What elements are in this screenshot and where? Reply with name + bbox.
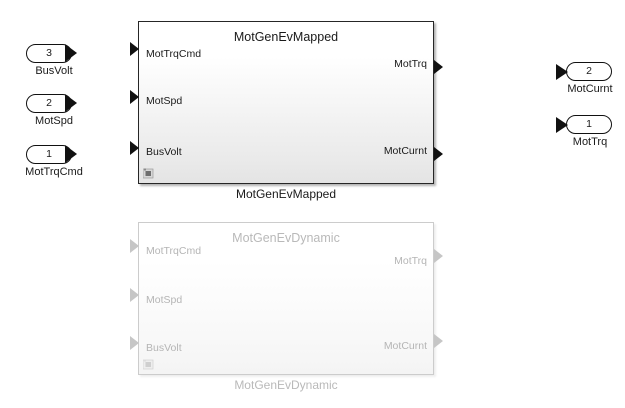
- subsystem-title: MotGenEvMapped: [233, 30, 339, 44]
- outport-block-mottrq[interactable]: 1 MotTrq: [556, 115, 612, 148]
- inport-block-motspd[interactable]: 2 MotSpd: [26, 94, 82, 127]
- outport-shape: 1: [556, 115, 612, 134]
- inport-block-busvolt[interactable]: 3 BusVolt: [26, 44, 82, 77]
- outport-block-motcurnt[interactable]: 2 MotCurnt: [556, 62, 613, 95]
- inport-shape: 1: [26, 145, 82, 164]
- outport-shape: 2: [556, 62, 612, 81]
- inport-arrow-icon: [65, 44, 77, 62]
- inport-shape: 2: [26, 94, 82, 113]
- block-outport-label-mottrq: MotTrq: [394, 58, 427, 70]
- subsystem-block-motgenevmapped[interactable]: MotGenEvMapped MotTrqCmd MotSpd BusVolt …: [138, 21, 434, 184]
- block-outport-label-motcurnt: MotCurnt: [383, 340, 427, 352]
- subsystem-block-motgenevdynamic[interactable]: MotGenEvDynamic MotTrqCmd MotSpd BusVolt…: [138, 222, 434, 375]
- block-outport-label-motcurnt: MotCurnt: [383, 145, 427, 157]
- block-input-arrow-busvolt: [130, 141, 139, 155]
- inport-block-mottrqcmd[interactable]: 1 MotTrqCmd: [25, 145, 83, 178]
- block-input-arrow-mottrqcmd: [130, 239, 139, 253]
- subsystem-title: MotGenEvDynamic: [232, 231, 340, 245]
- inport-caption-mottrqcmd: MotTrqCmd: [25, 166, 83, 178]
- subsystem-caption-motgenevmapped: MotGenEvMapped: [235, 187, 337, 201]
- outport-number: 2: [566, 62, 612, 81]
- block-inport-label-motspd: MotSpd: [146, 294, 183, 306]
- outport-arrow-icon: [556, 116, 568, 133]
- block-output-arrow-motcurnt: [434, 334, 443, 348]
- subsystem-caption-motgenevdynamic: MotGenEvDynamic: [234, 378, 338, 392]
- outport-arrow-icon: [556, 63, 568, 80]
- block-input-arrow-mottrqcmd: [130, 42, 139, 56]
- block-inport-label-busvolt: BusVolt: [146, 146, 182, 158]
- outport-number: 1: [566, 115, 612, 134]
- block-inport-label-mottrqcmd: MotTrqCmd: [146, 48, 202, 60]
- block-input-arrow-motspd: [130, 288, 139, 302]
- block-inport-label-motspd: MotSpd: [146, 95, 183, 107]
- mask-subsystem-icon: [143, 359, 154, 370]
- block-output-arrow-motcurnt: [434, 147, 443, 161]
- block-inport-label-mottrqcmd: MotTrqCmd: [146, 245, 202, 257]
- block-output-arrow-mottrq: [434, 60, 443, 74]
- block-input-arrow-motspd: [130, 90, 139, 104]
- inport-arrow-icon: [65, 94, 77, 112]
- inport-caption-busvolt: BusVolt: [35, 65, 73, 77]
- outport-caption-mottrq: MotTrq: [572, 136, 608, 148]
- inport-caption-motspd: MotSpd: [35, 115, 73, 127]
- inport-arrow-icon: [65, 145, 77, 163]
- block-inport-label-busvolt: BusVolt: [146, 342, 182, 354]
- block-input-arrow-busvolt: [130, 336, 139, 350]
- outport-caption-motcurnt: MotCurnt: [567, 83, 613, 95]
- inport-shape: 3: [26, 44, 82, 63]
- block-outport-label-mottrq: MotTrq: [394, 255, 427, 267]
- mask-subsystem-icon: [143, 168, 154, 179]
- block-output-arrow-mottrq: [434, 249, 443, 263]
